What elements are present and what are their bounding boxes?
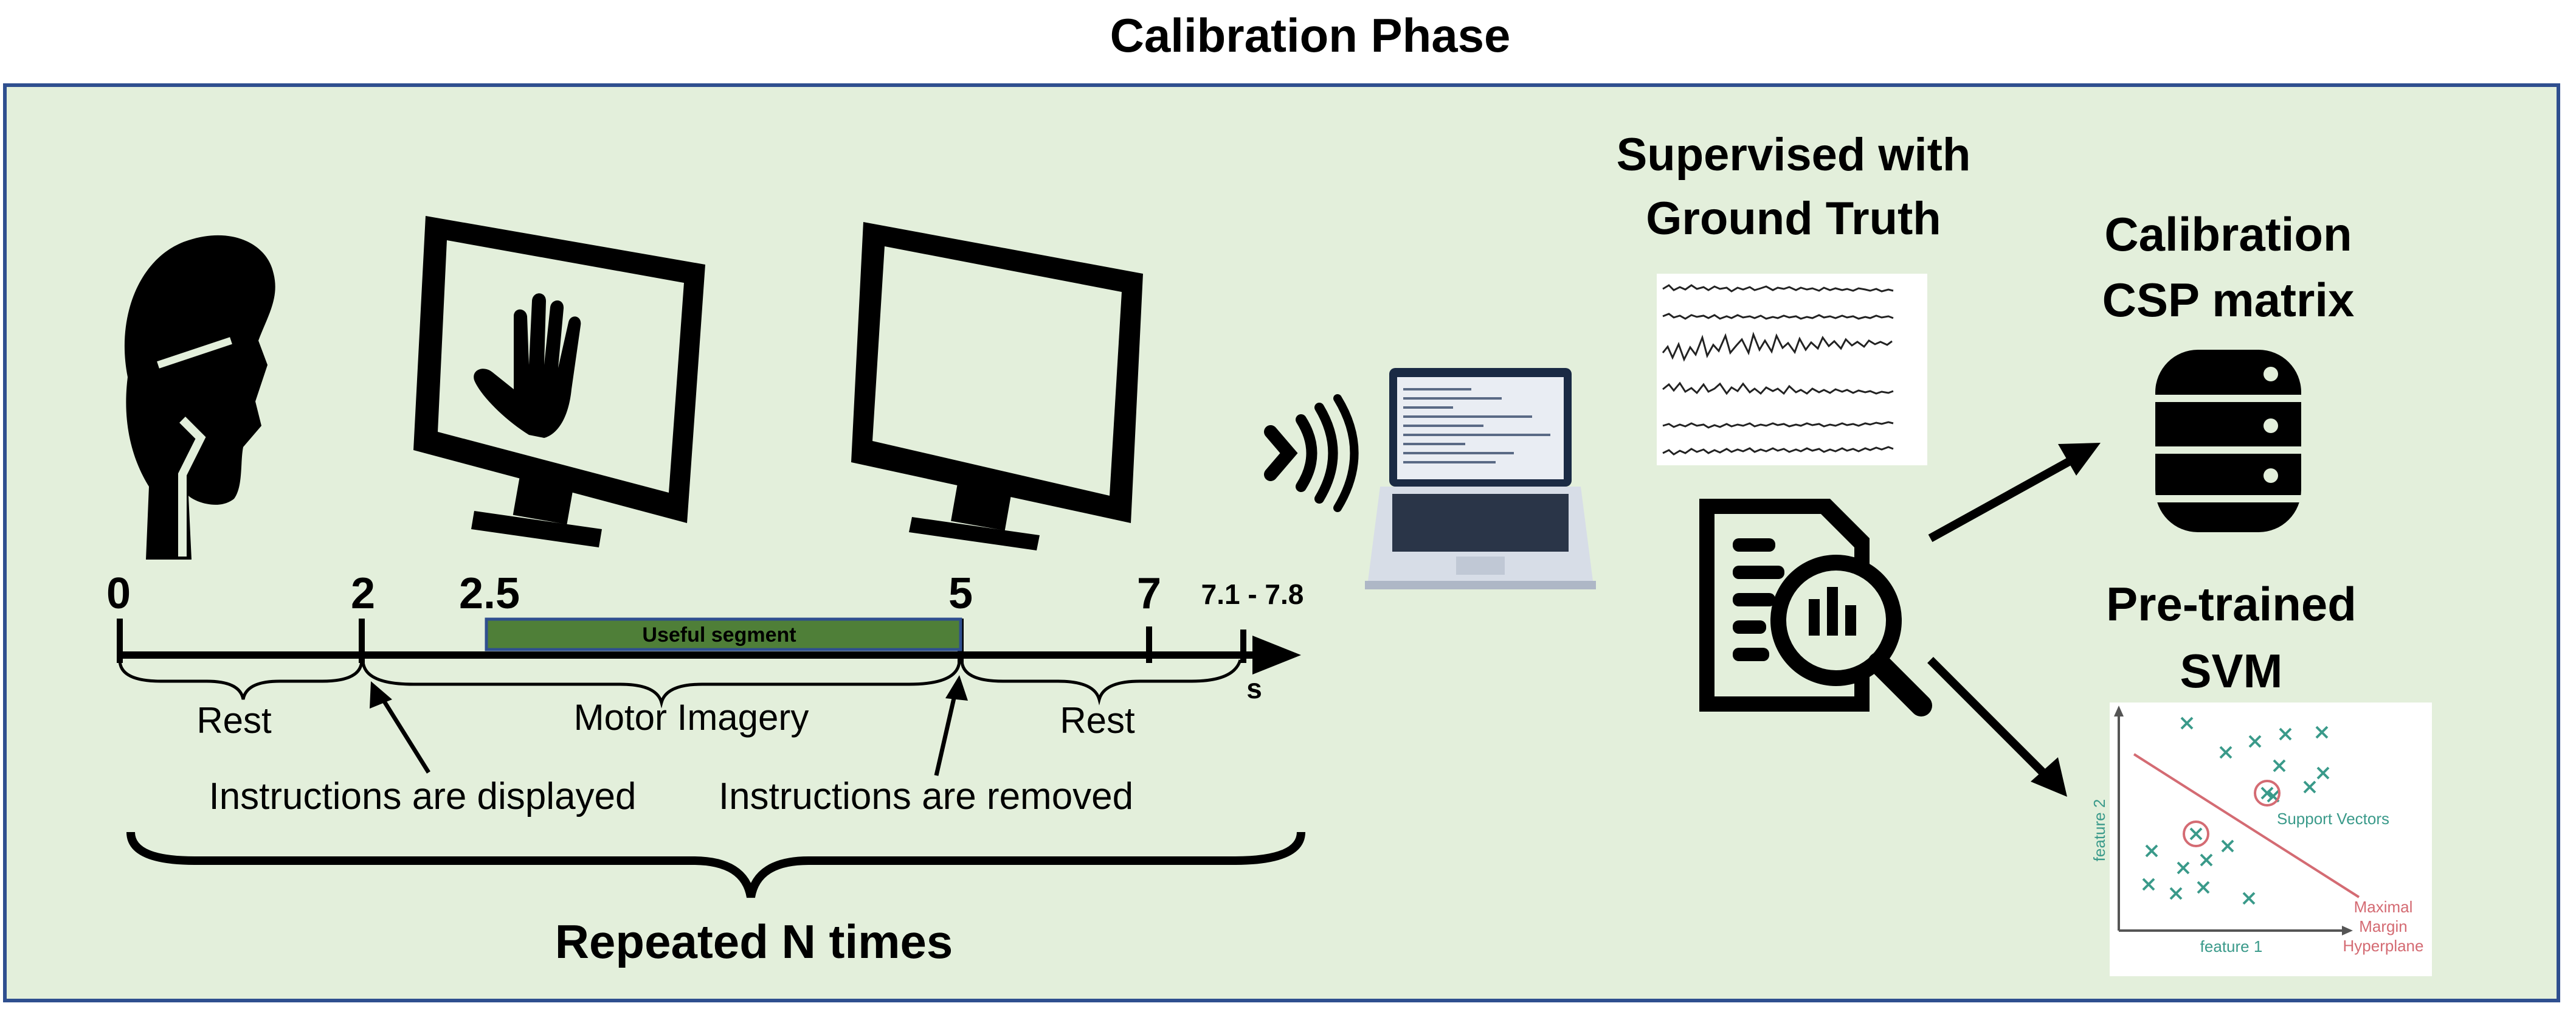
laptop-icon bbox=[1365, 368, 1596, 589]
event-label-displayed: Instructions are displayed bbox=[209, 775, 636, 817]
tick-label-7-1-7-8: 7.1 - 7.8 bbox=[1201, 578, 1304, 610]
phase-label-rest-2: Rest bbox=[1060, 700, 1135, 741]
timeline: Useful segment 0 2 2.5 5 7 7.1 - 7.8 s R… bbox=[106, 569, 1305, 968]
csp-label-line1: Calibration bbox=[2104, 207, 2352, 261]
monitor-with-hand-icon bbox=[413, 216, 705, 547]
phase-label-motor-imagery: Motor Imagery bbox=[574, 697, 809, 738]
rest-brace-2 bbox=[960, 659, 1242, 706]
svm-hyperplane-label-2: Margin bbox=[2359, 917, 2407, 935]
tick-label-0: 0 bbox=[106, 569, 131, 618]
svm-label-line1: Pre-trained bbox=[2106, 577, 2357, 631]
event-label-removed: Instructions are removed bbox=[719, 775, 1133, 817]
support-vector-circle-1 bbox=[2254, 780, 2281, 807]
tick-label-2: 2 bbox=[351, 569, 375, 618]
hyperplane-line bbox=[2133, 753, 2360, 898]
repeat-brace bbox=[126, 831, 1305, 898]
eeg-head-icon bbox=[124, 235, 275, 560]
svm-hyperplane-label-1: Maximal bbox=[2354, 898, 2413, 916]
document-analysis-icon bbox=[1699, 499, 1932, 716]
eeg-signal-image bbox=[1657, 274, 1927, 465]
timeline-arrowhead bbox=[1252, 636, 1301, 675]
tick-label-2-5: 2.5 bbox=[459, 569, 520, 618]
database-icon bbox=[2155, 350, 2301, 532]
svm-hyperplane-label-3: Hyperplane bbox=[2343, 937, 2424, 955]
svm-plot: Support Vectors feature 1 feature 2 Maxi… bbox=[2090, 703, 2432, 976]
csp-label-line2: CSP matrix bbox=[2102, 273, 2355, 327]
instructions-removed-arrow bbox=[934, 690, 958, 776]
repeat-label: Repeated N times bbox=[555, 915, 953, 968]
svm-x-axis-label: feature 1 bbox=[2200, 937, 2263, 956]
axis-unit-label: s bbox=[1246, 673, 1262, 704]
useful-segment-bar bbox=[485, 617, 962, 651]
instructions-displayed-arrow bbox=[378, 693, 430, 774]
wireless-signal-icon bbox=[1264, 394, 1359, 512]
tick-label-7: 7 bbox=[1137, 569, 1161, 618]
blank-monitor-icon bbox=[851, 222, 1143, 550]
tick-label-5: 5 bbox=[948, 569, 973, 618]
svm-label-line2: SVM bbox=[2180, 644, 2282, 698]
svm-support-vectors-label: Support Vectors bbox=[2277, 810, 2389, 828]
supervised-label-line2: Ground Truth bbox=[1646, 193, 1941, 245]
phase-label-rest-1: Rest bbox=[196, 700, 272, 741]
rest-brace-1 bbox=[118, 659, 364, 700]
arrow-to-svm bbox=[1927, 657, 2049, 779]
arrow-to-csp bbox=[1928, 455, 2076, 543]
motor-imagery-brace bbox=[361, 659, 961, 709]
useful-segment-label: Useful segment bbox=[642, 623, 796, 647]
svm-y-axis-label: feature 2 bbox=[2090, 799, 2108, 862]
support-vector-circle-2 bbox=[2183, 821, 2209, 847]
supervised-label-line1: Supervised with bbox=[1617, 129, 1971, 181]
diagram-title: Calibration Phase bbox=[1110, 9, 1511, 62]
